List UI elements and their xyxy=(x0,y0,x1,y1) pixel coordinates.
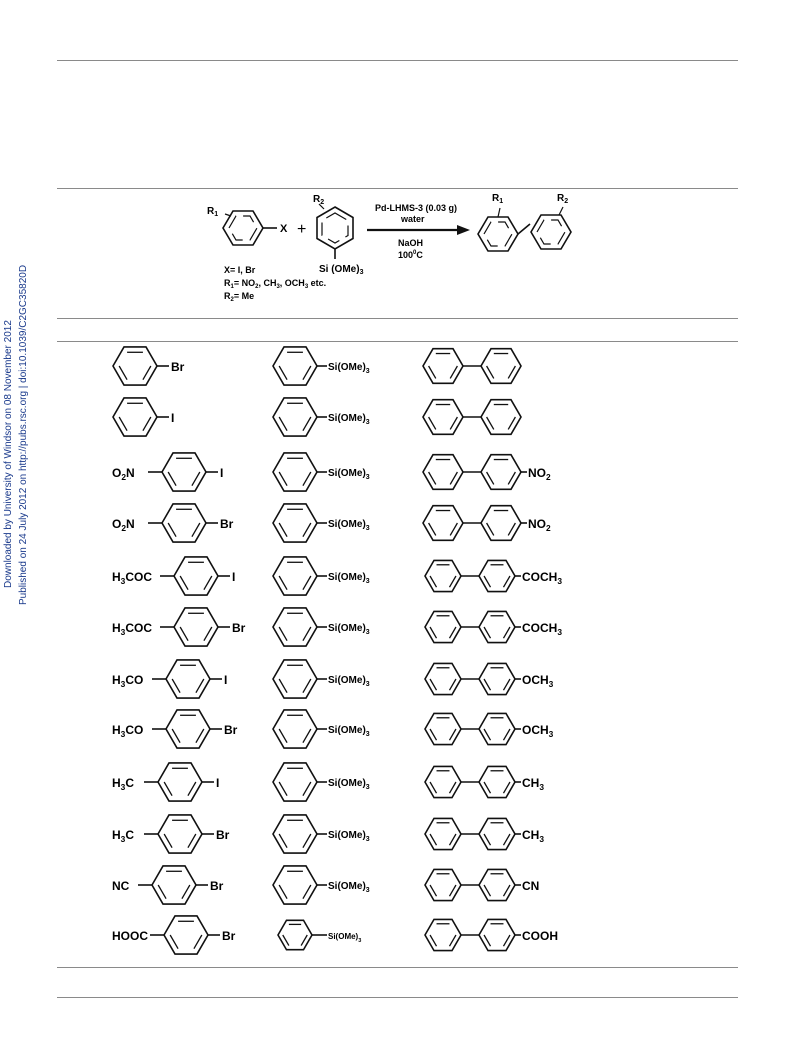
reaction-scheme: R1 X + R2 Si (OMe)3 Pd-LHMS-3 (0.03 g) w… xyxy=(195,188,600,313)
halide-label: I xyxy=(216,776,219,790)
table-row: Br Si(OMe)3 xyxy=(112,346,522,386)
halide-label: Br xyxy=(171,360,185,374)
halide-label: Br xyxy=(210,879,224,893)
methyl-group-label: H3C xyxy=(112,776,134,792)
product-substituent-label: COOH xyxy=(522,929,558,943)
nitro-group-label: O2N xyxy=(112,517,135,533)
download-notice: Downloaded by University of Windsor on 0… xyxy=(0,0,40,1039)
svg-text:X= I, Br: X= I, Br xyxy=(224,265,256,275)
halide-label: I xyxy=(224,673,227,687)
rule-scheme-bottom xyxy=(57,318,738,319)
rule-scheme-top xyxy=(57,188,738,189)
silane-label: Si(OMe)3 xyxy=(328,572,370,585)
product-substituent-label: NO2 xyxy=(528,466,551,482)
methyl-group-label: H3C xyxy=(112,828,134,844)
table-row: I Si(OMe)3 xyxy=(112,397,522,437)
rule-top xyxy=(57,60,738,61)
catalyst-label: Pd-LHMS-3 (0.03 g) xyxy=(375,203,457,213)
acetyl-group-label: H3COC xyxy=(112,570,152,586)
product-substituent-label: CN xyxy=(522,879,539,893)
silane-label: Si(OMe)3 xyxy=(328,881,370,894)
halide-label: Br xyxy=(216,828,230,842)
download-notice-line1: Downloaded by University of Windsor on 0… xyxy=(3,320,14,588)
svg-text:X: X xyxy=(280,223,288,235)
svg-text:R1: R1 xyxy=(207,206,218,218)
rule-body-top xyxy=(57,341,738,342)
svg-text:R1: R1 xyxy=(492,193,503,205)
methoxy-group-label: H3CO xyxy=(112,723,143,739)
table-row: H3C Br Si(OMe)3 CH3 xyxy=(112,814,544,854)
product-substituent-label: OCH3 xyxy=(522,673,554,689)
svg-text:Si (OMe)3: Si (OMe)3 xyxy=(319,264,364,276)
solvent-label: water xyxy=(400,214,425,224)
rule-footer xyxy=(57,997,738,998)
silane-label: Si(OMe)3 xyxy=(328,778,370,791)
scheme-legend: X= I, Br R1= NO2, CH3, OCH3 etc. R2= Me xyxy=(224,265,326,303)
nitro-group-label: O2N xyxy=(112,466,135,482)
table-row: HOOC Br Si(OMe)3 COOH xyxy=(112,915,558,955)
table-row: H3CO I Si(OMe)3 OCH3 xyxy=(112,659,554,699)
halide-label: Br xyxy=(232,621,246,635)
base-label: NaOH xyxy=(398,238,423,248)
svg-text:R2: R2 xyxy=(313,194,324,206)
reaction-arrow xyxy=(367,225,470,235)
svg-text:R1= NO2, CH3, OCH3 etc.: R1= NO2, CH3, OCH3 etc. xyxy=(224,278,326,290)
cyano-group-label: NC xyxy=(112,879,130,893)
svg-text:R2: R2 xyxy=(557,193,568,205)
svg-text:R2= Me: R2= Me xyxy=(224,291,254,303)
product-substituent-label: CH3 xyxy=(522,776,544,792)
product-substituent-label: OCH3 xyxy=(522,723,554,739)
table-row: H3CO Br Si(OMe)3 OCH3 xyxy=(112,709,554,749)
rule-body-bottom xyxy=(57,967,738,968)
aryl-silane-structure: R2 Si (OMe)3 xyxy=(313,194,364,276)
product-substituent-label: NO2 xyxy=(528,517,551,533)
silane-label: Si(OMe)3 xyxy=(328,830,370,843)
table-row: O2N I Si(OMe)3 NO2 xyxy=(112,452,551,492)
silane-label: Si(OMe)3 xyxy=(328,675,370,688)
silane-label: Si(OMe)3 xyxy=(328,362,370,375)
product-substituent-label: CH3 xyxy=(522,828,544,844)
product-substituent-label: COCH3 xyxy=(522,621,562,637)
acetyl-group-label: H3COC xyxy=(112,621,152,637)
silane-label: Si(OMe)3 xyxy=(328,932,361,944)
silane-label: Si(OMe)3 xyxy=(328,413,370,426)
download-notice-line2: Published on 24 July 2012 on http://pubs… xyxy=(18,265,29,605)
silane-label: Si(OMe)3 xyxy=(328,623,370,636)
halide-label: I xyxy=(232,570,235,584)
halide-label: Br xyxy=(220,517,234,531)
aryl-halide-structure: R1 X xyxy=(207,206,288,246)
halide-label: Br xyxy=(224,723,238,737)
table-row: NC Br Si(OMe)3 CN xyxy=(112,865,539,905)
table-row: O2N Br Si(OMe)3 NO2 xyxy=(112,503,551,543)
silane-label: Si(OMe)3 xyxy=(328,725,370,738)
halide-label: I xyxy=(171,411,174,425)
table-row: H3C I Si(OMe)3 CH3 xyxy=(112,762,544,802)
plus-sign: + xyxy=(297,221,306,238)
product-substituent-label: COCH3 xyxy=(522,570,562,586)
halide-label: Br xyxy=(222,929,236,943)
table-row: H3COC Br Si(OMe)3 COCH3 xyxy=(112,607,562,647)
methoxy-group-label: H3CO xyxy=(112,673,143,689)
halide-label: I xyxy=(220,466,223,480)
silane-label: Si(OMe)3 xyxy=(328,519,370,532)
temperature-label: 1000C xyxy=(398,250,423,260)
biphenyl-product-structure: R1 R2 xyxy=(477,193,572,252)
table-row: H3COC I Si(OMe)3 COCH3 xyxy=(112,556,562,596)
silane-label: Si(OMe)3 xyxy=(328,468,370,481)
carboxyl-group-label: HOOC xyxy=(112,929,148,943)
